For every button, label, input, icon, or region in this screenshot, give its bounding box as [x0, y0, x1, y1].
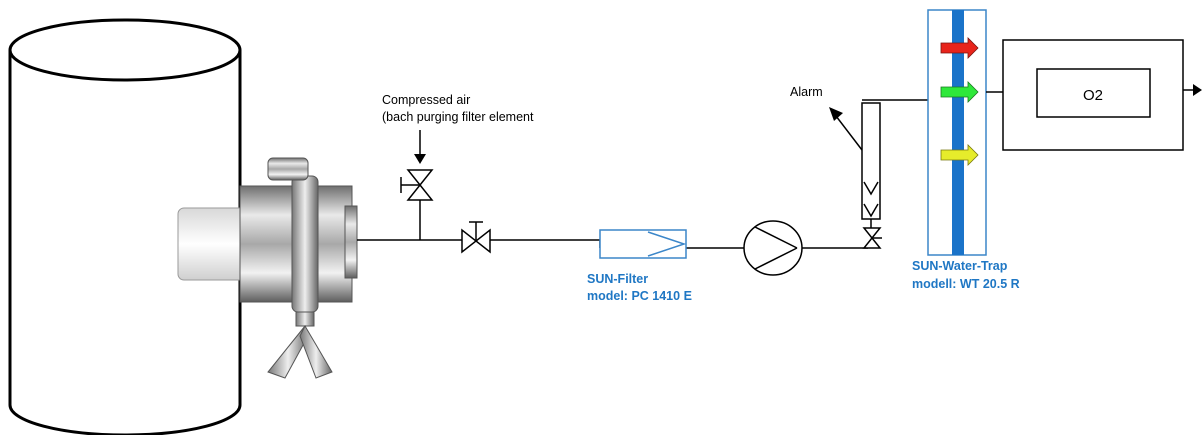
- filter-model-label: model: PC 1410 E: [587, 289, 692, 303]
- water-trap-icon: [928, 10, 986, 255]
- outlet-arrow-icon: [1183, 84, 1202, 96]
- compressed-air-label-line1: Compressed air: [382, 93, 470, 107]
- sun-filter-icon: [600, 230, 686, 258]
- filter-name-label: SUN-Filter: [587, 272, 648, 286]
- compressed-air-label-line2: (bach purging filter element: [382, 110, 534, 124]
- pump-icon: [744, 221, 802, 275]
- purge-valve-icon: [401, 170, 432, 200]
- watertrap-name-label: SUN-Water-Trap: [912, 259, 1008, 273]
- purge-inlet-arrow-icon: [414, 130, 426, 164]
- watertrap-inlet-valve-icon: [864, 228, 882, 248]
- alarm-label: Alarm: [790, 85, 823, 99]
- shutoff-valve-icon: [462, 222, 490, 252]
- analyzer-label: O2: [1083, 87, 1103, 104]
- alarm-arrow-icon: [829, 107, 862, 150]
- level-tube-icon: [862, 103, 880, 228]
- watertrap-model-label: modell: WT 20.5 R: [912, 277, 1020, 291]
